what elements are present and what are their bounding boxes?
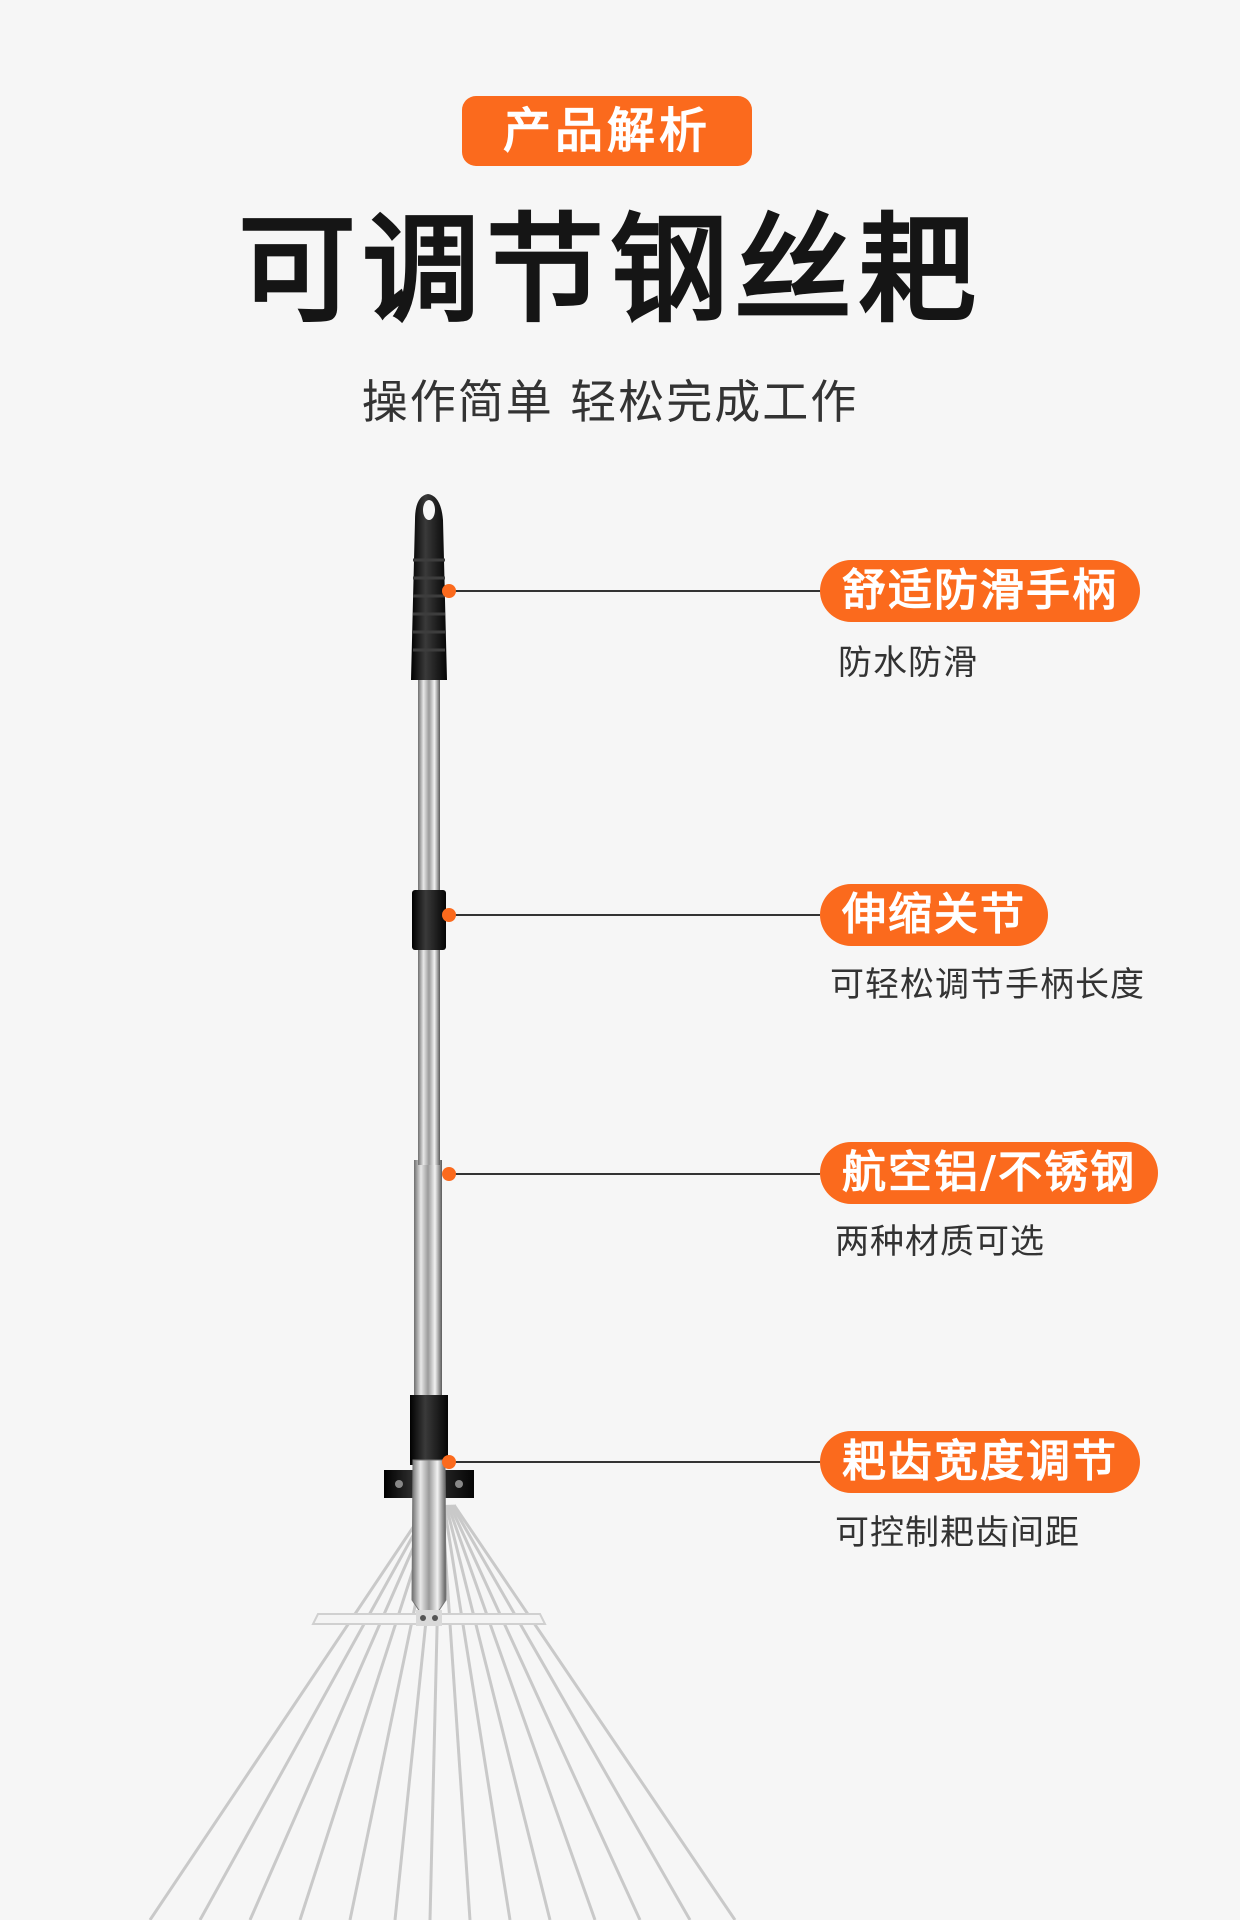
callout-dot-material	[442, 1167, 456, 1181]
callout-desc-width: 可控制耙齿间距	[835, 1513, 1080, 1553]
page-title: 可调节钢丝耙	[237, 201, 982, 339]
callout-desc-joint: 可轻松调节手柄长度	[830, 965, 1145, 1005]
callout-dot-grip	[442, 584, 456, 598]
section-badge: 产品解析	[462, 96, 752, 166]
callout-label-joint: 伸缩关节	[820, 884, 1048, 946]
callout-line-grip	[450, 590, 820, 592]
callout-line-material	[450, 1173, 820, 1175]
callout-label-grip: 舒适防滑手柄	[820, 560, 1140, 622]
callout-dot-width	[442, 1455, 456, 1469]
callout-desc-grip: 防水防滑	[838, 643, 978, 683]
callout-label-material: 航空铝/不锈钢	[820, 1142, 1159, 1204]
callout-line-width	[450, 1461, 820, 1463]
page-subtitle: 操作简单 轻松完成工作	[361, 375, 859, 429]
callout-dot-joint	[442, 908, 456, 922]
callout-label-width: 耙齿宽度调节	[820, 1431, 1140, 1493]
callout-line-joint	[450, 914, 820, 916]
rake-tines	[148, 1504, 737, 1920]
callout-desc-material: 两种材质可选	[835, 1222, 1045, 1262]
